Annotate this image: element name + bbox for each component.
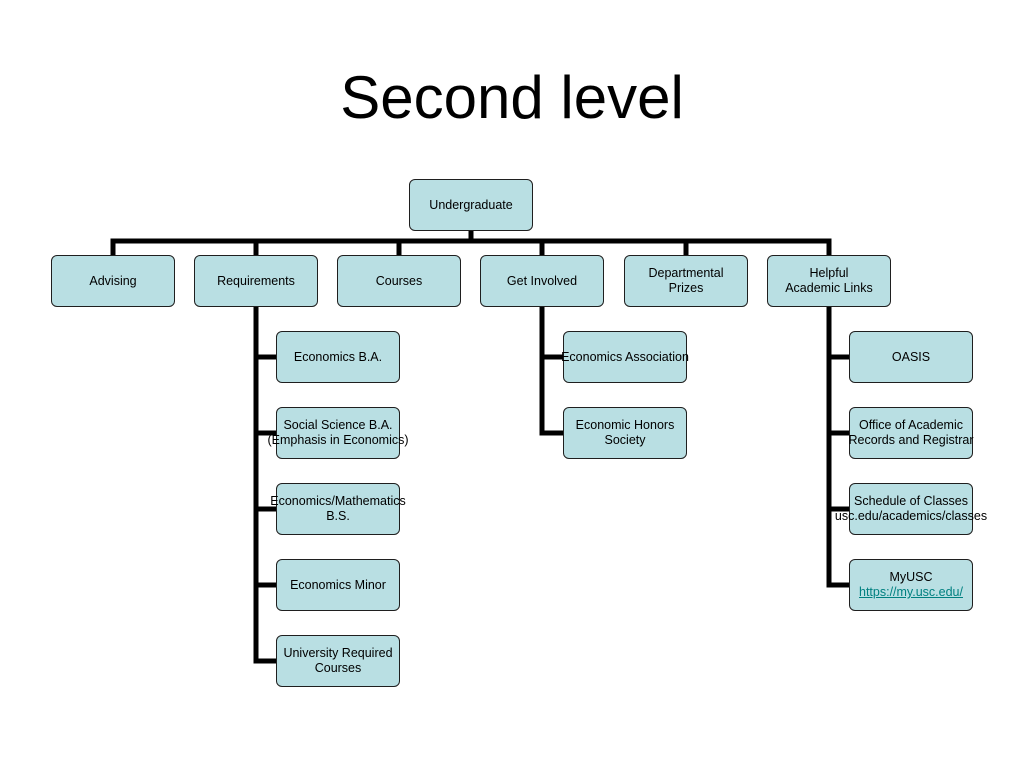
node-label: Economics B.A. [293, 349, 383, 364]
node-label-line-1: Economics/Mathematics [270, 494, 406, 508]
node-requirements: Requirements [194, 255, 318, 307]
node-label: Economics Association [561, 349, 689, 364]
node-university-required-courses: University Required Courses [276, 635, 400, 687]
node-label-line-2: (Emphasis in Economics) [267, 433, 409, 447]
node-undergraduate: Undergraduate [409, 179, 533, 231]
node-label: OASIS [891, 349, 931, 364]
node-label: Courses [375, 273, 423, 288]
node-label-line-2: Prizes [668, 281, 704, 295]
node-label-line-1: MyUSC [889, 570, 933, 584]
node-label-line-2: Society [604, 433, 646, 447]
node-label-line-1: Departmental [648, 266, 724, 280]
node-label-line-1: Helpful [809, 266, 849, 280]
node-departmental-prizes: Departmental Prizes [624, 255, 748, 307]
node-label-line-1: Office of Academic [859, 418, 963, 432]
node-get-involved: Get Involved [480, 255, 604, 307]
node-social-science-ba: Social Science B.A. (Emphasis in Economi… [268, 407, 409, 459]
myusc-link[interactable]: https://my.usc.edu/ [859, 585, 963, 599]
node-office-of-academic-records: Office of Academic Records and Registrar [848, 407, 974, 459]
node-label-line-1: Schedule of Classes [854, 494, 968, 508]
node-label: Advising [89, 273, 137, 288]
node-label: Undergraduate [429, 197, 513, 212]
node-label-line-2: Records and Registrar [848, 433, 974, 447]
node-helpful-academic-links: Helpful Academic Links [767, 255, 891, 307]
node-label-line-1: Social Science B.A. [283, 418, 393, 432]
node-label-line-2: Academic Links [785, 281, 873, 295]
node-myusc: MyUSC https://my.usc.edu/ [849, 559, 973, 611]
node-label-line-1: University Required [283, 646, 393, 660]
node-advising: Advising [51, 255, 175, 307]
slide-title: Second level [340, 64, 684, 131]
node-economic-honors-society: Economic Honors Society [563, 407, 687, 459]
node-label-line-2: usc.edu/academics/classes [834, 509, 988, 523]
node-economics-association: Economics Association [561, 331, 689, 383]
node-economics-ba: Economics B.A. [276, 331, 400, 383]
node-economics-mathematics-bs: Economics/Mathematics B.S. [270, 483, 406, 535]
node-label: Requirements [217, 273, 295, 288]
node-economics-minor: Economics Minor [276, 559, 400, 611]
node-schedule-of-classes: Schedule of Classes usc.edu/academics/cl… [835, 483, 987, 535]
node-label-line-2: Courses [314, 661, 362, 675]
node-oasis: OASIS [849, 331, 973, 383]
node-label: Get Involved [506, 273, 578, 288]
node-label: Economics Minor [290, 577, 386, 592]
node-courses: Courses [337, 255, 461, 307]
node-label-line-1: Economic Honors [575, 418, 675, 432]
node-label-line-2: B.S. [326, 509, 350, 523]
